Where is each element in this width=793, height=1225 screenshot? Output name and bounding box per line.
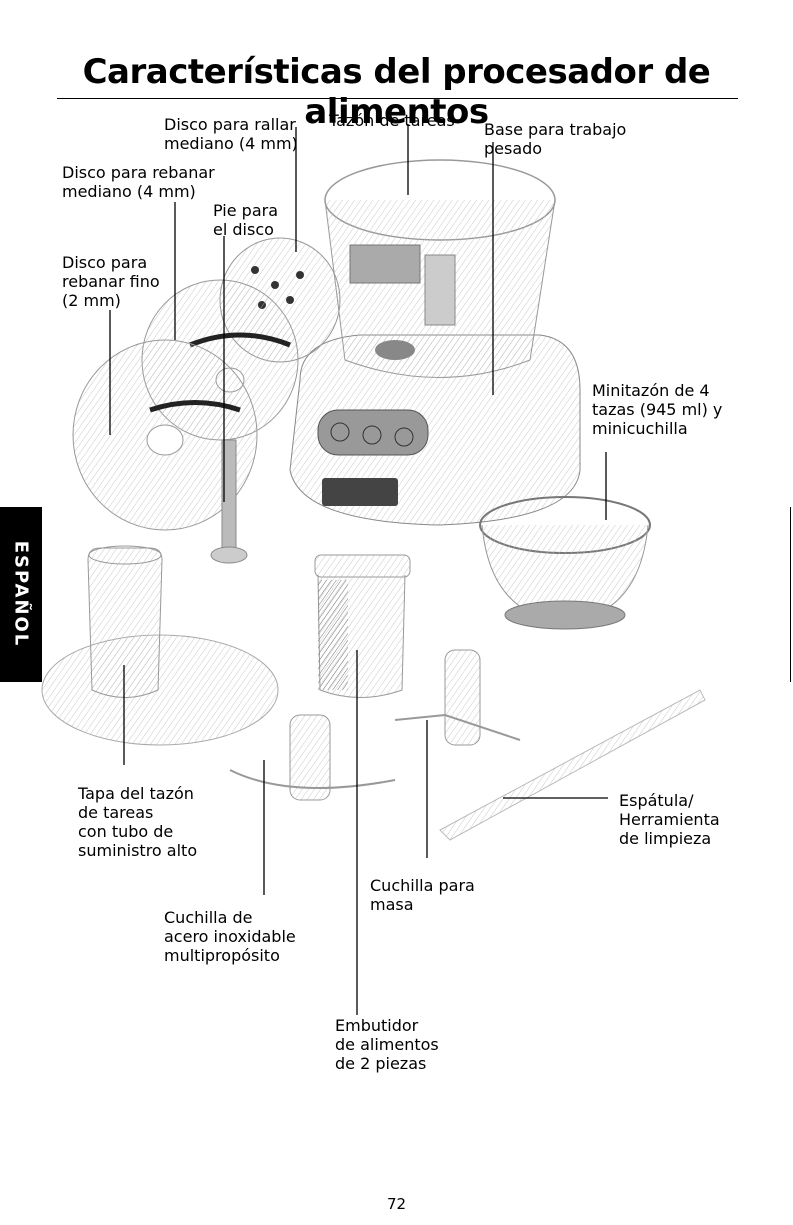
work-bowl bbox=[324, 159, 556, 378]
brand-logo bbox=[322, 478, 398, 506]
heavy-duty-base bbox=[289, 334, 581, 526]
label-work-bowl: Tazón de tareas bbox=[329, 111, 455, 130]
spatula bbox=[439, 689, 706, 841]
page-edge-line bbox=[790, 507, 791, 682]
leader-lines bbox=[109, 124, 608, 1015]
work-bowl-cover bbox=[41, 545, 279, 746]
dough-blade bbox=[394, 649, 521, 746]
thin-slicing-disc bbox=[72, 339, 258, 531]
food-pusher bbox=[314, 554, 411, 698]
page-number: 72 bbox=[386, 1195, 407, 1213]
language-tab-label: ESPAÑOL bbox=[10, 540, 32, 648]
disc-stem bbox=[210, 439, 248, 564]
mini-bowl bbox=[479, 496, 651, 630]
title-rule bbox=[57, 98, 738, 99]
multipurpose-blade bbox=[229, 714, 396, 801]
language-tab: ESPAÑOL bbox=[0, 507, 42, 682]
